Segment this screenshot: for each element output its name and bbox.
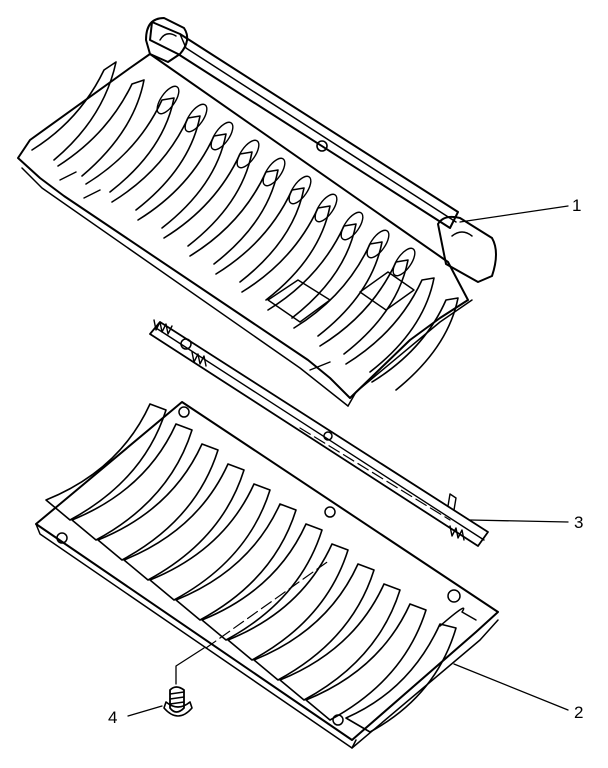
callout-label-1: 1 [572,196,582,215]
part-1-upper-paper-guide [17,17,497,407]
callout-label-2: 2 [574,703,584,722]
part-3-strip [149,319,489,547]
leader-line-2 [453,663,569,711]
leader-line-1 [459,205,569,223]
callout-label-4: 4 [108,708,118,727]
lower-guide-ribs [45,403,457,733]
leader-line-4 [127,705,163,717]
guide-ribs [31,61,459,391]
part-4-screw [163,647,205,717]
guide-slots [156,85,416,277]
part-2-lower-paper-guide [35,401,499,749]
leader-lines [127,205,569,717]
leader-line-3 [469,519,569,523]
callout-label-3: 3 [574,513,584,532]
